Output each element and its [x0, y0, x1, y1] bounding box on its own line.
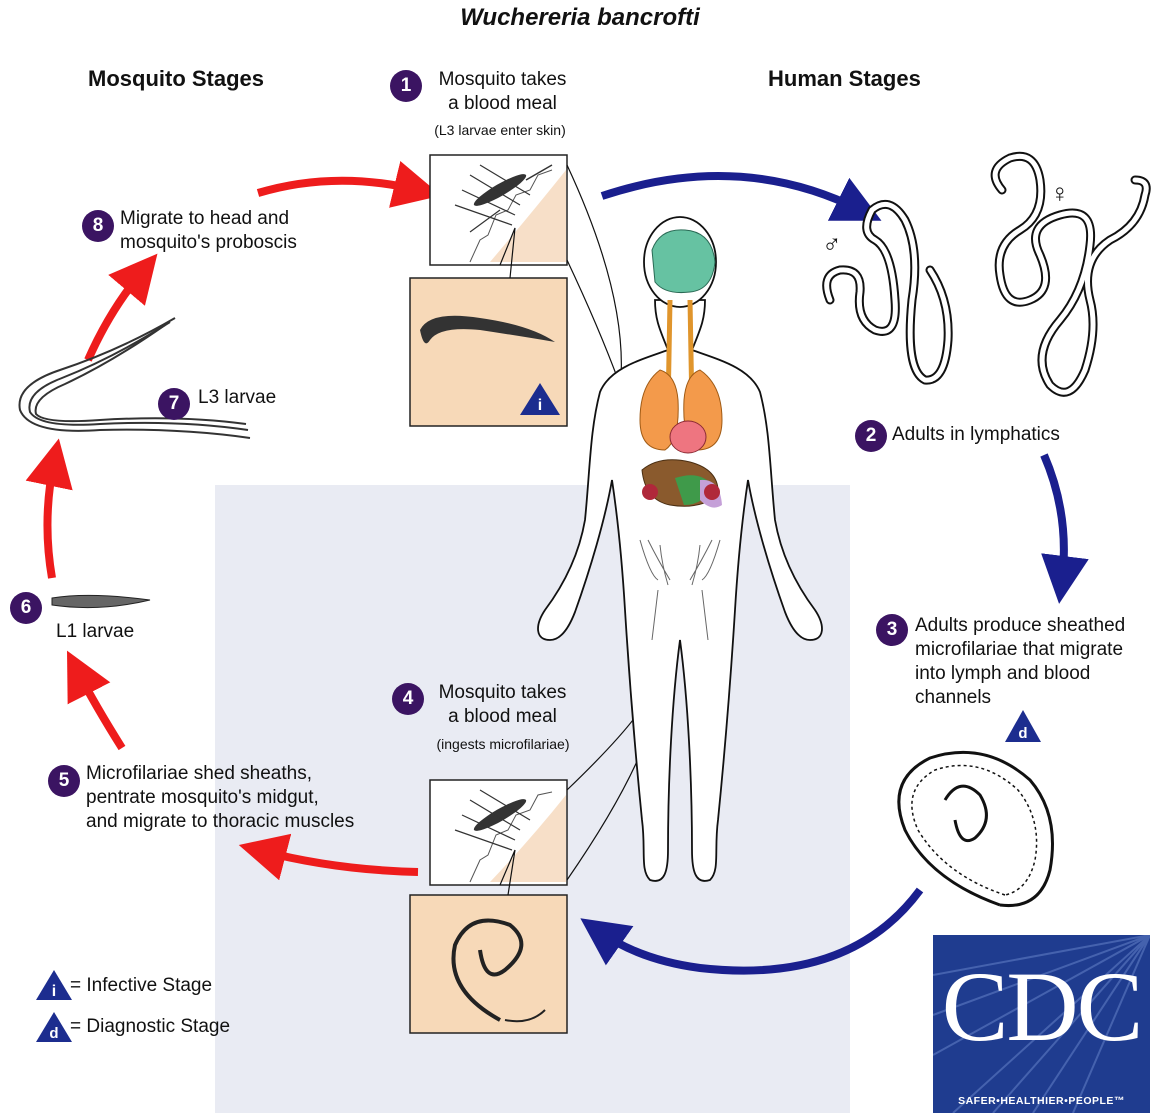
- step-7-badge: 7: [158, 388, 190, 420]
- panel-mosquito-bottom: [430, 780, 567, 885]
- step-2-badge: 2: [855, 420, 887, 452]
- step-4-note: (ingests microfilariae): [408, 732, 598, 756]
- male-symbol: ♂: [822, 228, 842, 259]
- cdc-logo: CDC SAFER•HEALTHIER•PEOPLE™: [933, 935, 1150, 1113]
- step-1-badge: 1: [390, 70, 422, 102]
- diagnostic-stage-marker-step3: d: [1005, 710, 1041, 742]
- adult-female-worm: [995, 156, 1146, 392]
- adult-male-worm-inner: [827, 204, 949, 380]
- l1-larva: [52, 595, 150, 607]
- l3-larva-mosquito: [20, 318, 251, 438]
- svg-text:d: d: [49, 1025, 58, 1042]
- step-8-badge: 8: [82, 210, 114, 242]
- step-5-label: Microfilariae shed sheaths,pentrate mosq…: [86, 762, 396, 834]
- arrow-3-to-4: [600, 890, 920, 971]
- arrow-1-to-2: [602, 176, 860, 210]
- female-symbol: ♀: [1050, 178, 1070, 209]
- legend-infective-icon: i: [34, 968, 74, 1002]
- arrow-2-to-3: [1044, 455, 1064, 580]
- step-2-label: Adults in lymphatics: [892, 423, 1060, 447]
- legend-diagnostic-label: = Diagnostic Stage: [70, 1015, 230, 1039]
- cdc-logo-tagline: SAFER•HEALTHIER•PEOPLE™: [933, 1095, 1150, 1107]
- svg-text:d: d: [1018, 725, 1027, 742]
- arrow-8-to-1: [258, 181, 418, 193]
- step-5-badge: 5: [48, 765, 80, 797]
- cdc-logo-text: CDC: [933, 957, 1150, 1057]
- legend-infective-label: = Infective Stage: [70, 974, 212, 998]
- step-4-badge: 4: [392, 683, 424, 715]
- legend-diagnostic-icon: d: [34, 1010, 74, 1044]
- svg-text:i: i: [52, 983, 56, 1000]
- step-1-note: (L3 larvae enter skin): [410, 118, 590, 142]
- step-6-badge: 6: [10, 592, 42, 624]
- step-3-badge: 3: [876, 614, 908, 646]
- adult-male-worm: [827, 204, 949, 380]
- arrow-6-to-7: [47, 462, 54, 578]
- panel-mosquito-top: [430, 155, 567, 265]
- arrow-5-to-6: [78, 672, 122, 748]
- svg-text:i: i: [538, 397, 542, 414]
- step-7-label: L3 larvae: [198, 386, 276, 410]
- sheathed-microfilaria: [899, 752, 1053, 905]
- adult-female-worm-inner: [995, 156, 1146, 392]
- human-figure: [538, 217, 822, 881]
- step-6-label: L1 larvae: [56, 620, 134, 644]
- arrow-5-to-mosquito: [262, 851, 418, 872]
